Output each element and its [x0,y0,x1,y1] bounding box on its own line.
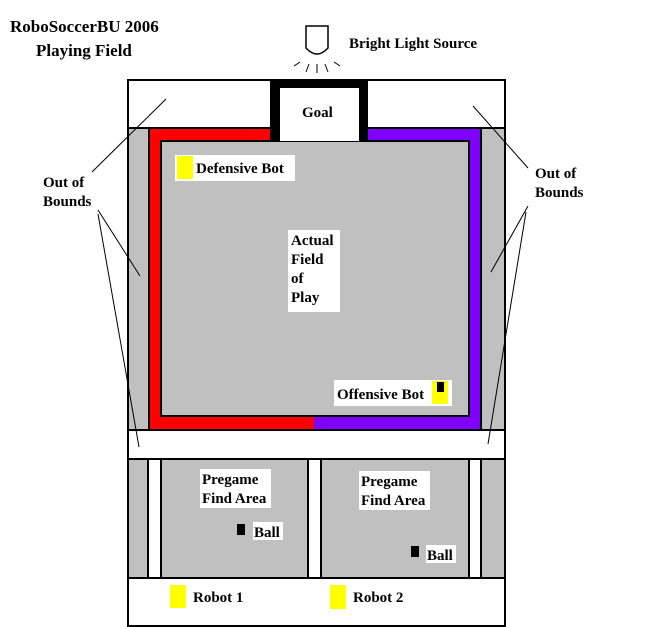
robot2-label: Robot 2 [353,590,403,606]
title-line2: Playing Field [36,41,132,60]
field-label-1: Actual [291,233,334,249]
ball-marker [437,382,444,392]
ball-right-label: Ball [427,548,453,564]
pregame-left-2: Find Area [202,491,267,507]
goal [280,88,359,141]
leader-lines [91,98,529,448]
field-label-3: of [291,271,305,287]
ball-left-label: Ball [254,525,280,541]
title-line1: RoboSoccerBU 2006 [10,17,159,36]
ball-left-marker [237,524,245,535]
defensive-bot-marker [177,156,193,179]
out-of-bounds-right-1: Out of [535,166,577,182]
robot1-marker [170,585,186,608]
field-label-2: Field [291,252,324,268]
offensive-bot-label: Offensive Bot [337,387,424,403]
field-label-4: Play [291,290,320,306]
goal-label: Goal [302,105,333,121]
robot1-label: Robot 1 [193,590,243,606]
robot2-marker [330,585,346,609]
out-of-bounds-left-1: Out of [43,175,85,191]
defensive-bot-label: Defensive Bot [196,161,284,177]
pregame-right-1: Pregame [361,474,418,490]
pregame-left-1: Pregame [202,472,259,488]
light-label: Bright Light Source [349,36,477,52]
out-of-bounds-right-2: Bounds [535,185,584,201]
pregame-right-2: Find Area [361,493,426,509]
lamp-icon [293,25,341,73]
ball-right-marker [411,546,419,557]
out-of-bounds-left-2: Bounds [43,194,92,210]
